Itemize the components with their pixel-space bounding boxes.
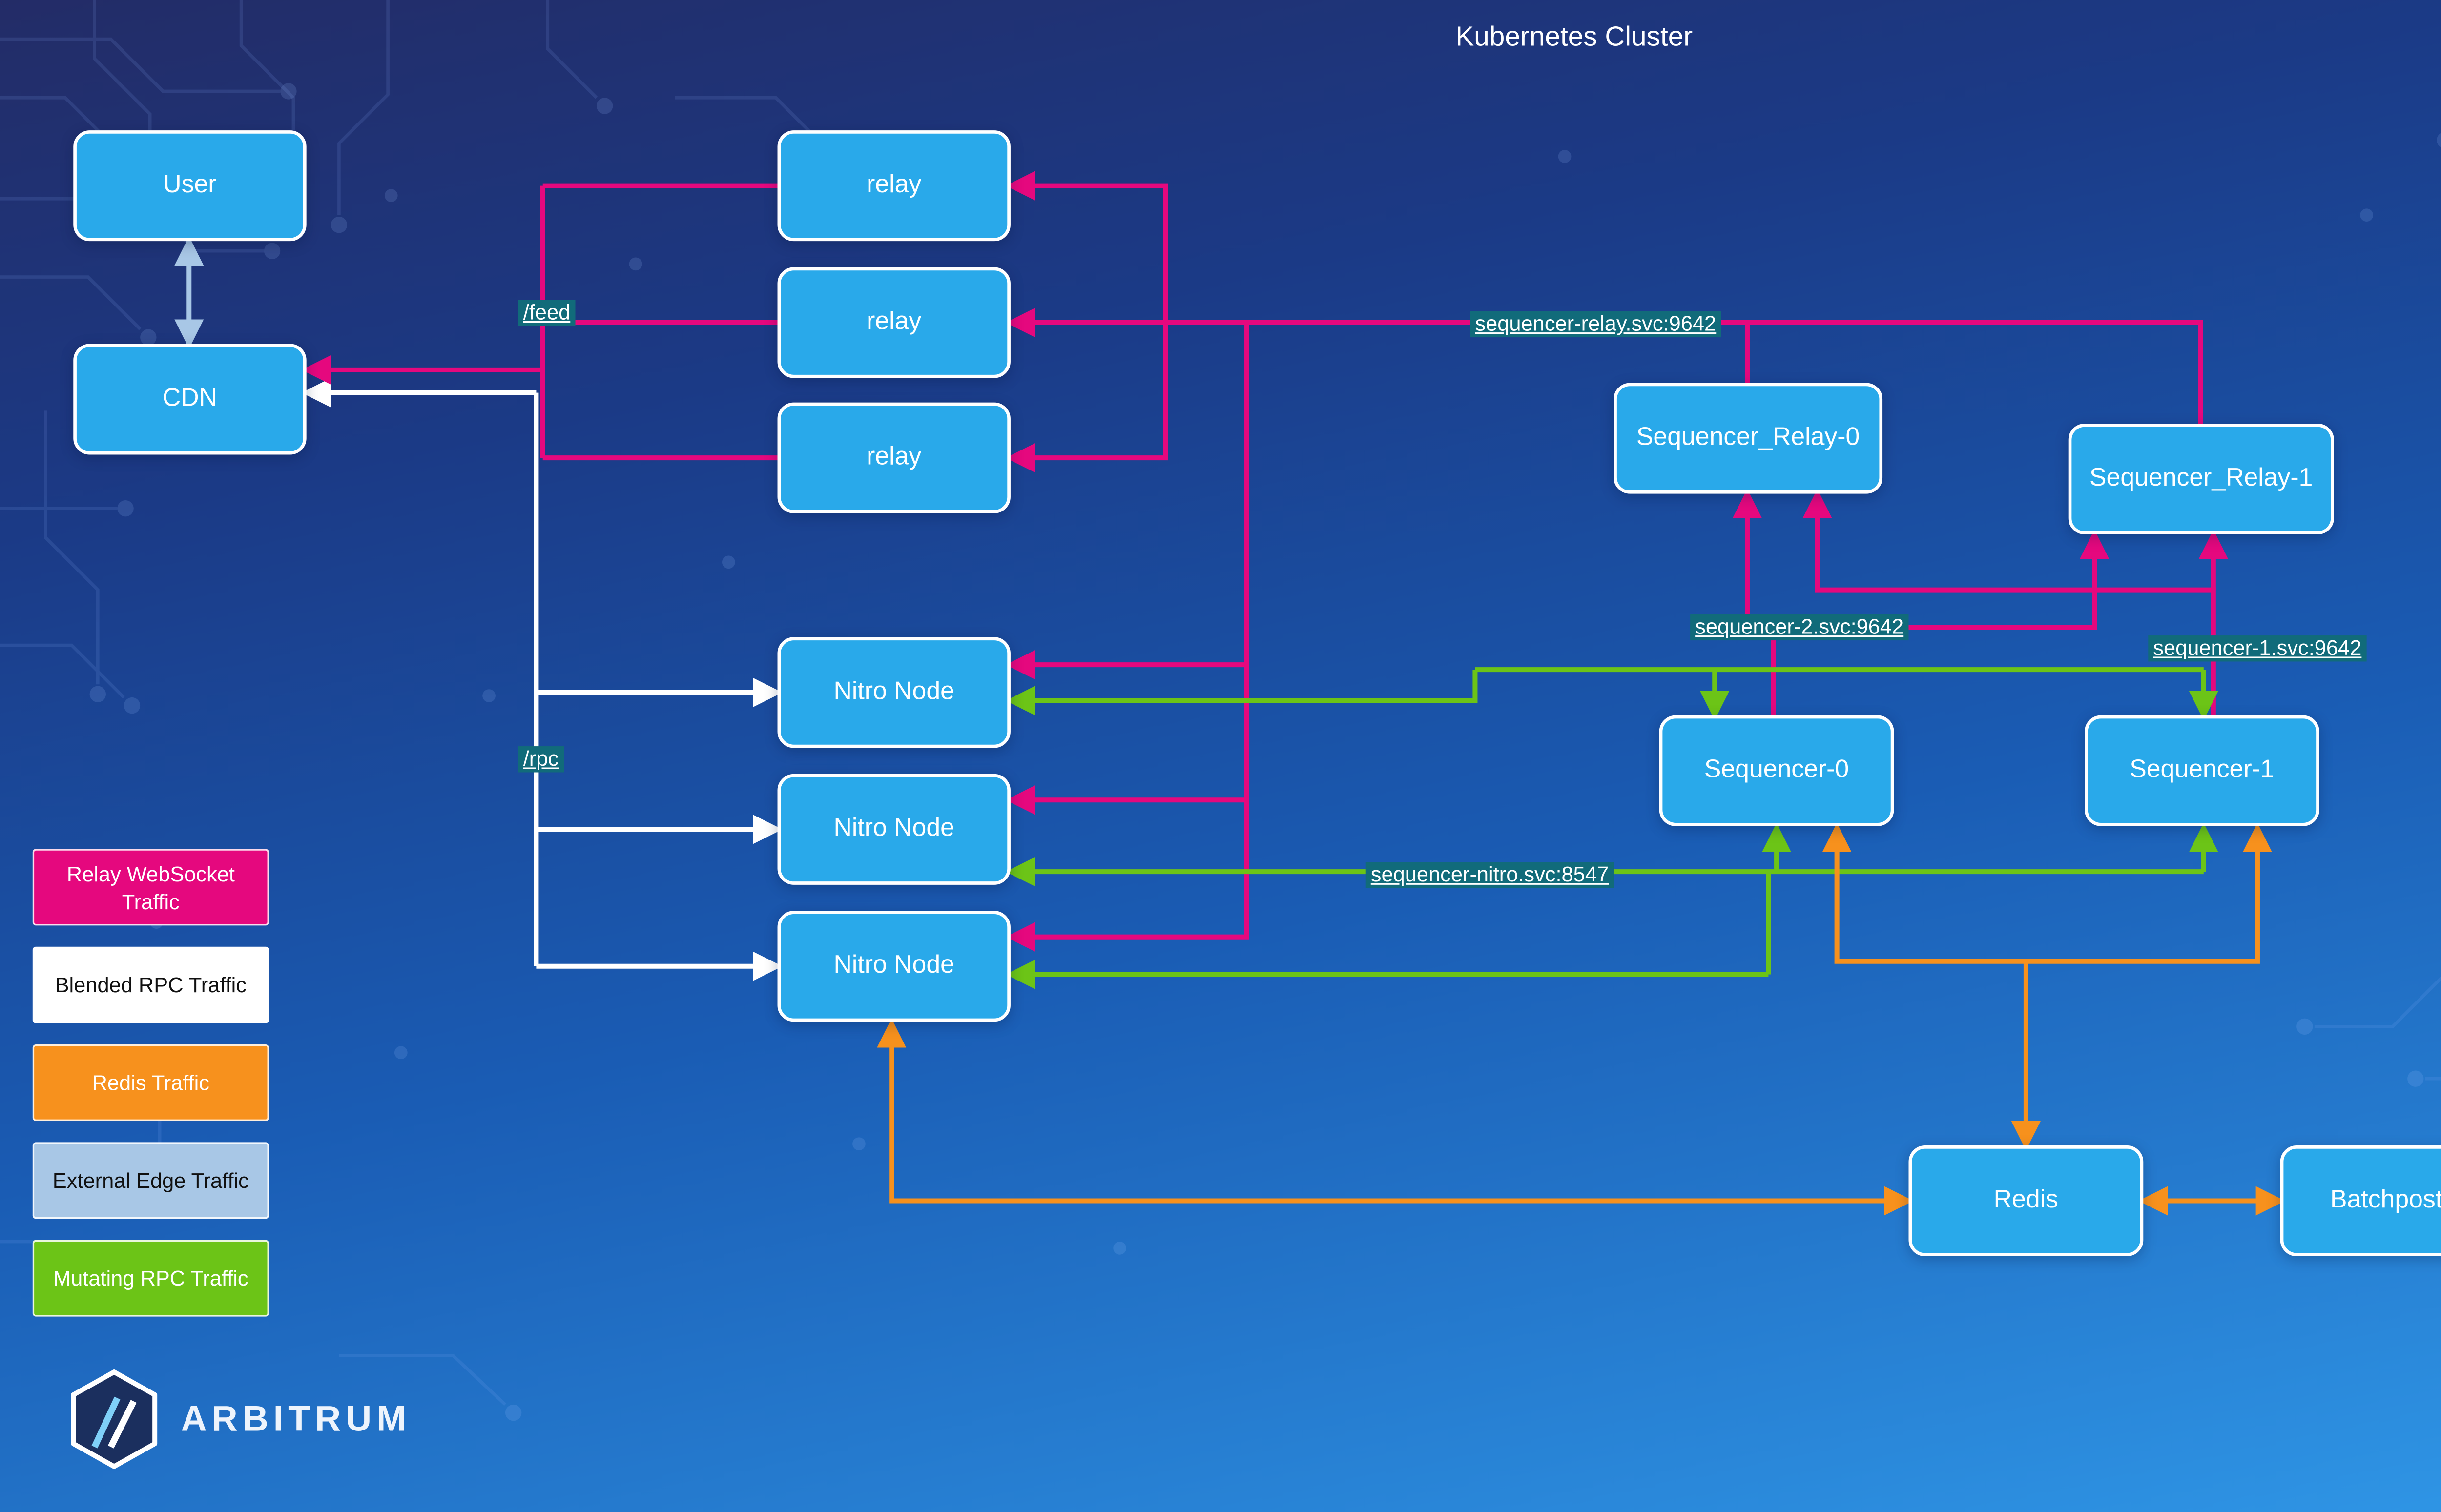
edge-32-redis <box>1822 822 2041 1151</box>
edge-label-sequencer-1-svc: sequencer-1.svc:9642 <box>2148 635 2367 662</box>
node-label: Sequencer_Relay-0 <box>1636 424 1860 451</box>
node-label: CDN <box>162 384 218 412</box>
edge-15-relay_ws <box>1005 323 1250 952</box>
edge-13-relay_ws <box>1005 171 1168 323</box>
edge-11-relay_ws <box>1005 307 2203 424</box>
node-label: Sequencer-1 <box>2130 756 2275 784</box>
node-cdn: CDN <box>73 344 307 455</box>
node-label: Sequencer-0 <box>1704 756 1849 784</box>
node-nitro-node-3: Nitro Node <box>777 911 1011 1022</box>
node-relay-3: relay <box>777 402 1011 513</box>
node-label: Nitro Node <box>833 951 954 980</box>
edge-33-redis <box>2026 822 2273 964</box>
node-label: Sequencer_Relay-1 <box>2089 464 2313 492</box>
edge-22-mutating_rpc <box>1005 670 1478 715</box>
node-user: User <box>73 130 307 242</box>
arbitrum-logo-icon <box>71 1369 158 1469</box>
node-label: relay <box>867 171 922 199</box>
legend-item-external-edge-traffic: External Edge Traffic <box>32 1142 269 1219</box>
node-label: Nitro Node <box>833 677 954 706</box>
diagram-title: Kubernetes Cluster <box>1455 21 1693 52</box>
node-relay-2: relay <box>777 267 1011 378</box>
brand: ARBITRUM <box>68 1369 411 1470</box>
node-sequencer-0: Sequencer-0 <box>1659 715 1894 826</box>
node-sequencer-relay-0: Sequencer_Relay-0 <box>1614 383 1883 494</box>
node-relay-1: relay <box>777 130 1011 242</box>
edge-14-relay_ws <box>1005 323 1168 473</box>
node-nitro-node-2: Nitro Node <box>777 774 1011 885</box>
node-sequencer-relay-1: Sequencer_Relay-1 <box>2068 424 2334 535</box>
edge-label-sequencer-relay-svc: sequencer-relay.svc:9642 <box>1470 311 1721 338</box>
brand-name: ARBITRUM <box>181 1398 412 1439</box>
legend-item-blended-rpc-traffic: Blended RPC Traffic <box>32 946 269 1023</box>
legend-item-redis-traffic: Redis Traffic <box>32 1044 269 1121</box>
node-label: relay <box>867 443 922 471</box>
edge-label-rpc: /rpc <box>518 746 564 773</box>
node-nitro-node-1: Nitro Node <box>777 637 1011 748</box>
edge-label-feed: /feed <box>518 300 576 326</box>
node-label: Nitro Node <box>833 815 954 843</box>
node-label: relay <box>867 307 922 336</box>
edge-31-redis <box>877 1018 1914 1216</box>
edge-label-sequencer-2-svc: sequencer-2.svc:9642 <box>1690 614 1909 641</box>
node-batchposter: Batchposter <box>2280 1145 2441 1257</box>
node-label: Batchposter <box>2330 1186 2441 1214</box>
node-sequencer-1: Sequencer-1 <box>2085 715 2319 826</box>
legend-item-relay-websocket-traffic: Relay WebSocket Traffic <box>32 849 269 926</box>
node-label: User <box>163 171 217 199</box>
node-redis: Redis <box>1908 1145 2144 1257</box>
legend-item-mutating-rpc-traffic: Mutating RPC Traffic <box>32 1240 269 1317</box>
edge-label-sequencer-nitro-svc: sequencer-nitro.svc:8547 <box>1365 862 1614 888</box>
node-label: Redis <box>1993 1186 2059 1214</box>
